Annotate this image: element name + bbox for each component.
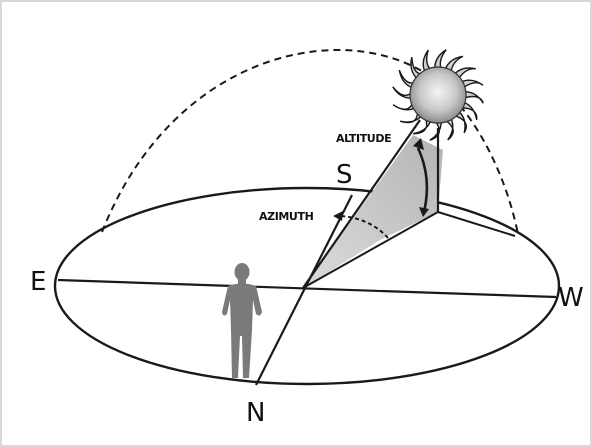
label-west: W bbox=[558, 283, 584, 313]
sun-ray bbox=[435, 50, 446, 69]
azimuth-arrow bbox=[333, 211, 343, 221]
sun-ray bbox=[393, 87, 412, 98]
sun-ray bbox=[430, 121, 441, 140]
label-altitude: ALTITUDE bbox=[336, 132, 391, 145]
label-north: N bbox=[246, 398, 265, 428]
sun-ray bbox=[464, 92, 483, 103]
label-south: S bbox=[336, 160, 353, 190]
label-azimuth: AZIMUTH bbox=[259, 210, 314, 223]
label-east: E bbox=[30, 267, 46, 297]
person-silhouette-icon bbox=[222, 263, 262, 378]
